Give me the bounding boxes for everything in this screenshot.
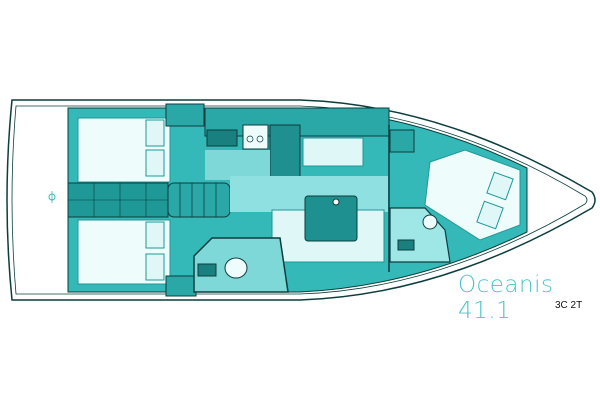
- hull-inner-line: [11, 105, 588, 295]
- pillow: [145, 221, 165, 249]
- model-name: Oceanis 41.1: [458, 272, 554, 324]
- sink-icon: [206, 129, 238, 147]
- pillow: [145, 119, 165, 147]
- hanging-locker-icon: [389, 129, 415, 153]
- hanging-locker-icon: [165, 275, 197, 297]
- toilet-icon: [224, 257, 248, 279]
- saloon-sofa-top: [302, 137, 364, 167]
- pillow: [486, 171, 514, 201]
- pillow: [145, 253, 165, 281]
- galley-floor: [205, 150, 270, 180]
- pillow: [145, 149, 165, 177]
- stove-icon: [242, 124, 269, 150]
- companionway-stairs: [167, 182, 231, 218]
- pillow: [476, 200, 504, 230]
- compass-rose-icon: [48, 191, 56, 203]
- hanging-locker-icon: [165, 103, 205, 127]
- toilet-icon: [422, 214, 438, 230]
- sink-icon: [197, 263, 217, 277]
- cabin-configuration: 3C 2T: [555, 300, 583, 311]
- sink-icon: [397, 239, 415, 251]
- fridge: [269, 124, 301, 178]
- saloon-table: [304, 195, 358, 242]
